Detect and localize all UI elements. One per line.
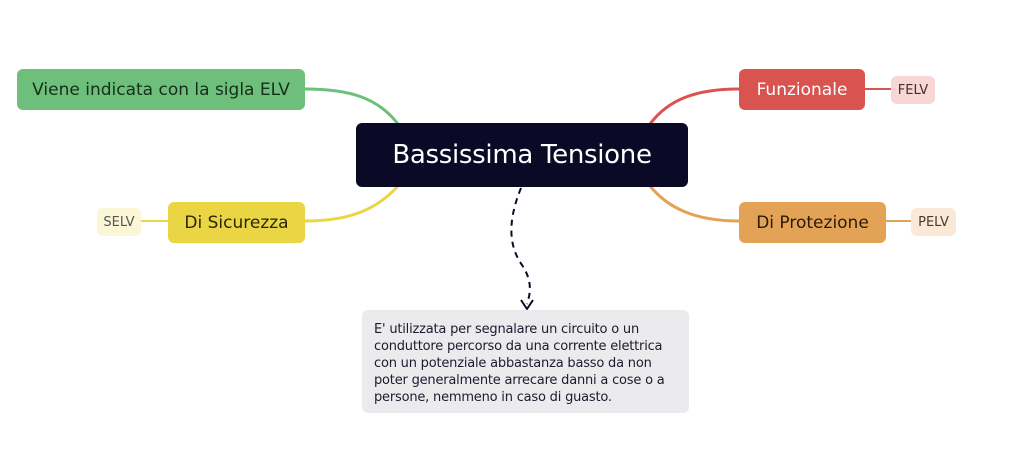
leaf-pelv[interactable]: PELV <box>911 208 956 236</box>
branch-di-protezione[interactable]: Di Protezione <box>739 202 886 243</box>
connector-note-dashed <box>510 187 531 305</box>
leaf-selv[interactable]: SELV <box>97 208 141 236</box>
description-note-text: E' utilizzata per segnalare un circuito … <box>374 322 665 405</box>
leaf-selv-label: SELV <box>103 214 135 230</box>
branch-di-sicurezza-label: Di Sicurezza <box>184 212 289 233</box>
leaf-felv-label: FELV <box>897 82 929 98</box>
central-topic-label: Bassissima Tensione <box>392 140 652 170</box>
branch-di-sicurezza[interactable]: Di Sicurezza <box>168 202 305 243</box>
central-topic[interactable]: Bassissima Tensione <box>356 123 688 187</box>
connector-protezione <box>648 184 741 223</box>
description-note[interactable]: E' utilizzata per segnalare un circuito … <box>362 310 689 413</box>
leaf-felv[interactable]: FELV <box>891 76 935 104</box>
branch-funzionale[interactable]: Funzionale <box>739 69 865 110</box>
branch-elv-label: Viene indicata con la sigla ELV <box>32 79 290 100</box>
branch-elv[interactable]: Viene indicata con la sigla ELV <box>17 69 305 110</box>
connector-funzionale <box>648 87 741 126</box>
leaf-pelv-label: PELV <box>918 214 949 230</box>
arrowhead-down-icon <box>520 299 534 310</box>
connector-elv <box>303 87 400 126</box>
branch-di-protezione-label: Di Protezione <box>756 212 869 233</box>
branch-funzionale-label: Funzionale <box>756 79 848 100</box>
connector-sicurezza <box>303 184 400 223</box>
